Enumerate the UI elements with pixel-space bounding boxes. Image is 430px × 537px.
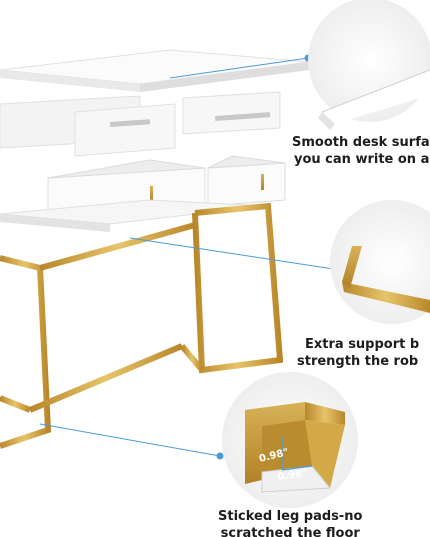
dimension-label-height: 0.98" [277, 468, 308, 483]
tabletop-closeup-icon [308, 0, 430, 130]
desk-base-panel [0, 199, 266, 232]
leg-pad-closeup-icon: 0.98" 0.98" [222, 372, 358, 508]
desk-top-panel [0, 49, 311, 92]
drawer-handle [150, 186, 153, 202]
caption-line: strength the rob [297, 354, 419, 369]
drawer-housing [0, 91, 281, 157]
caption-line: Smooth desk surface [292, 135, 430, 150]
crossbar-closeup-icon [330, 200, 430, 324]
caption-line: Sticked leg pads-no [218, 509, 363, 524]
feature-caption-leg-pads: Sticked leg pads-no scratched the floor [218, 508, 363, 537]
gold-leg-frame [0, 202, 284, 449]
caption-line: scratched the floor [220, 526, 360, 537]
drawer-handle [261, 174, 264, 190]
drawer-right [207, 155, 286, 207]
feature-caption-support: Extra support b strength the rob [297, 336, 420, 370]
caption-line: Extra support b [305, 337, 420, 352]
feature-caption-surface: Smooth desk surface you can write on a p… [292, 134, 430, 168]
caption-line: you can write on a pa [294, 152, 430, 167]
